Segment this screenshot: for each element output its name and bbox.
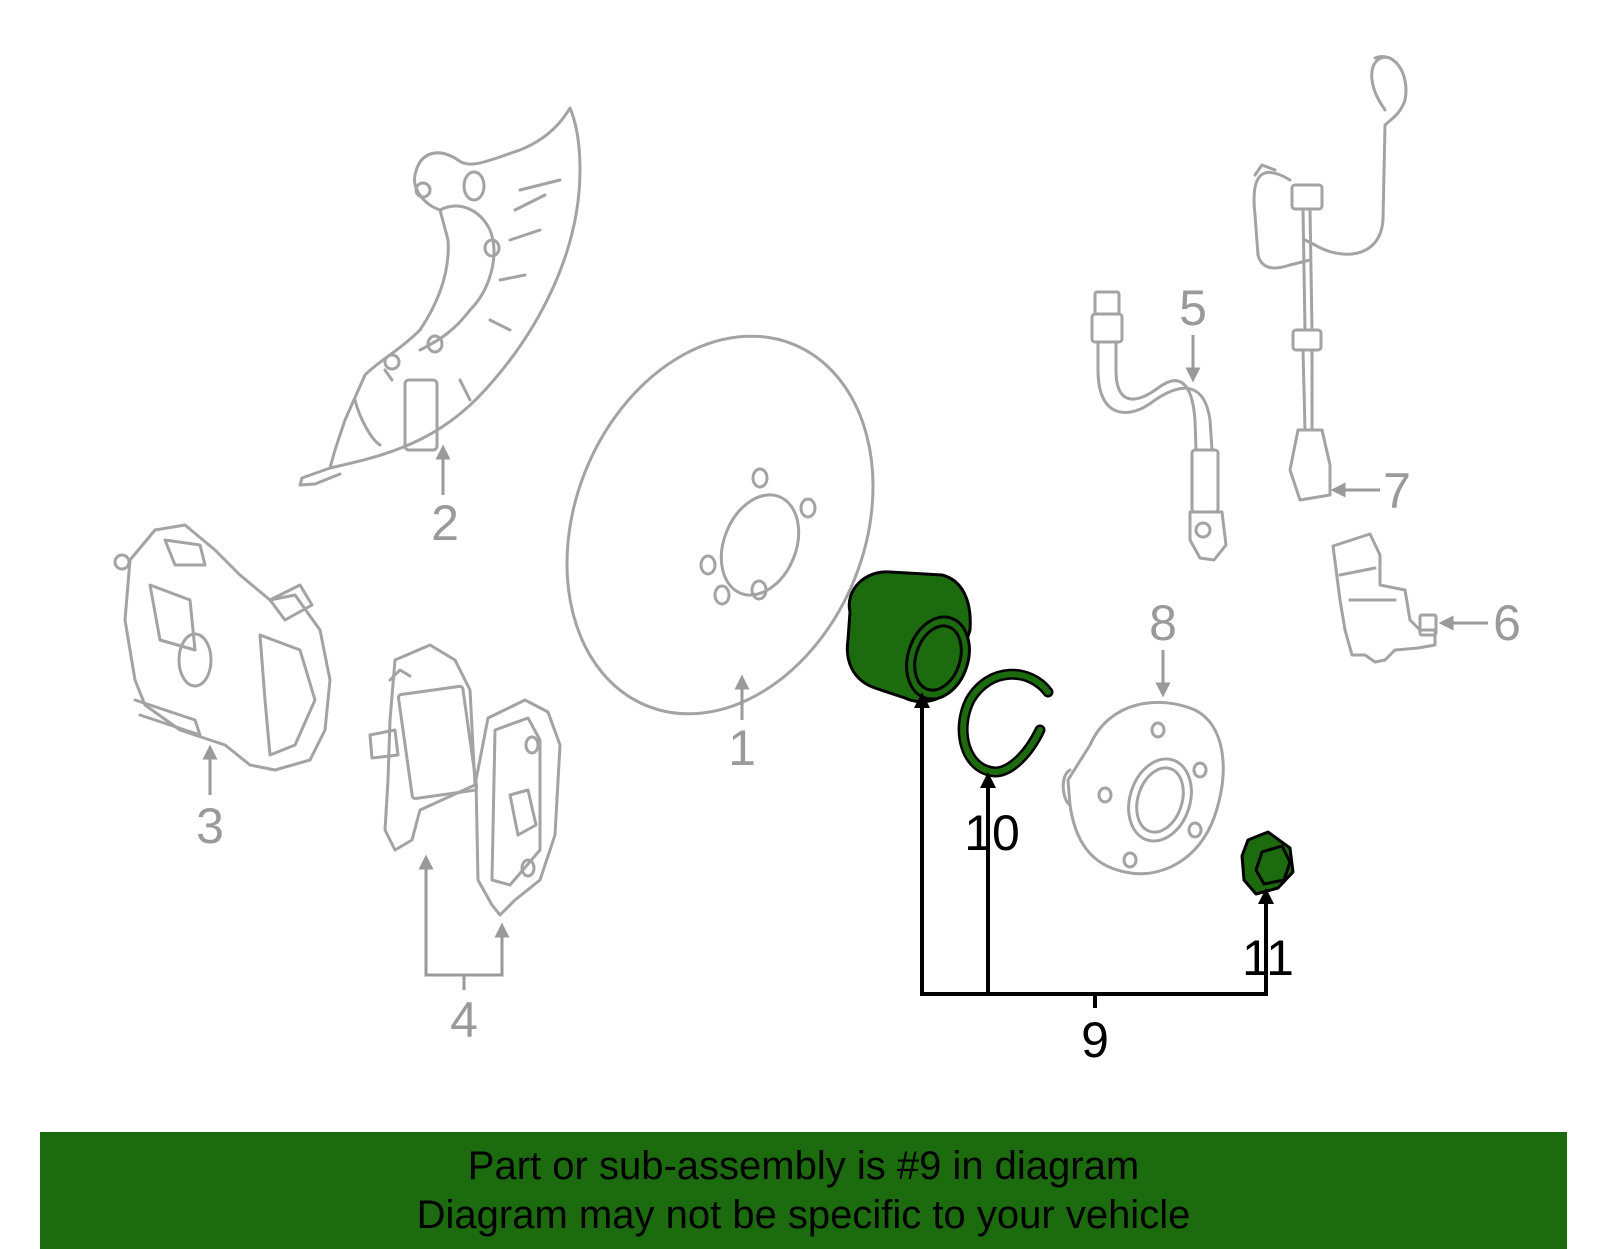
- callout-6: 6: [1493, 595, 1521, 651]
- callout-8: 8: [1149, 595, 1177, 651]
- callout-7: 7: [1383, 463, 1411, 519]
- callout-1: 1: [728, 720, 756, 776]
- callout-10: 10: [964, 805, 1020, 861]
- wheel-speed-sensor: [1331, 532, 1438, 664]
- hub-nut: [1240, 830, 1295, 896]
- callout-5: 5: [1179, 280, 1207, 336]
- info-banner: Part or sub-assembly is #9 in diagram Di…: [40, 1132, 1567, 1249]
- wheel-hub: [1061, 700, 1225, 876]
- callout-9: 9: [1081, 1012, 1109, 1068]
- banner-line-part: Part or sub-assembly is #9 in diagram: [467, 1143, 1140, 1188]
- wheel-bearing: [845, 570, 972, 704]
- callout-4: 4: [450, 992, 478, 1048]
- callout-2: 2: [431, 495, 459, 551]
- splash-shield: [298, 106, 582, 487]
- brake-caliper: [113, 523, 332, 772]
- callout-labels: 1 2 3 4 5 6 7 8 9 10 11: [196, 280, 1521, 1068]
- callout-11: 11: [1242, 930, 1294, 986]
- sensor-wire: [1252, 55, 1408, 502]
- leader-lines: [202, 335, 1488, 1008]
- brake-rotor: [565, 334, 875, 716]
- brake-pads: [368, 643, 562, 917]
- snap-ring: [957, 668, 1054, 778]
- banner-line-disclaimer: Diagram may not be specific to your vehi…: [416, 1192, 1191, 1237]
- callout-3: 3: [196, 798, 224, 854]
- brake-hose: [1090, 290, 1228, 562]
